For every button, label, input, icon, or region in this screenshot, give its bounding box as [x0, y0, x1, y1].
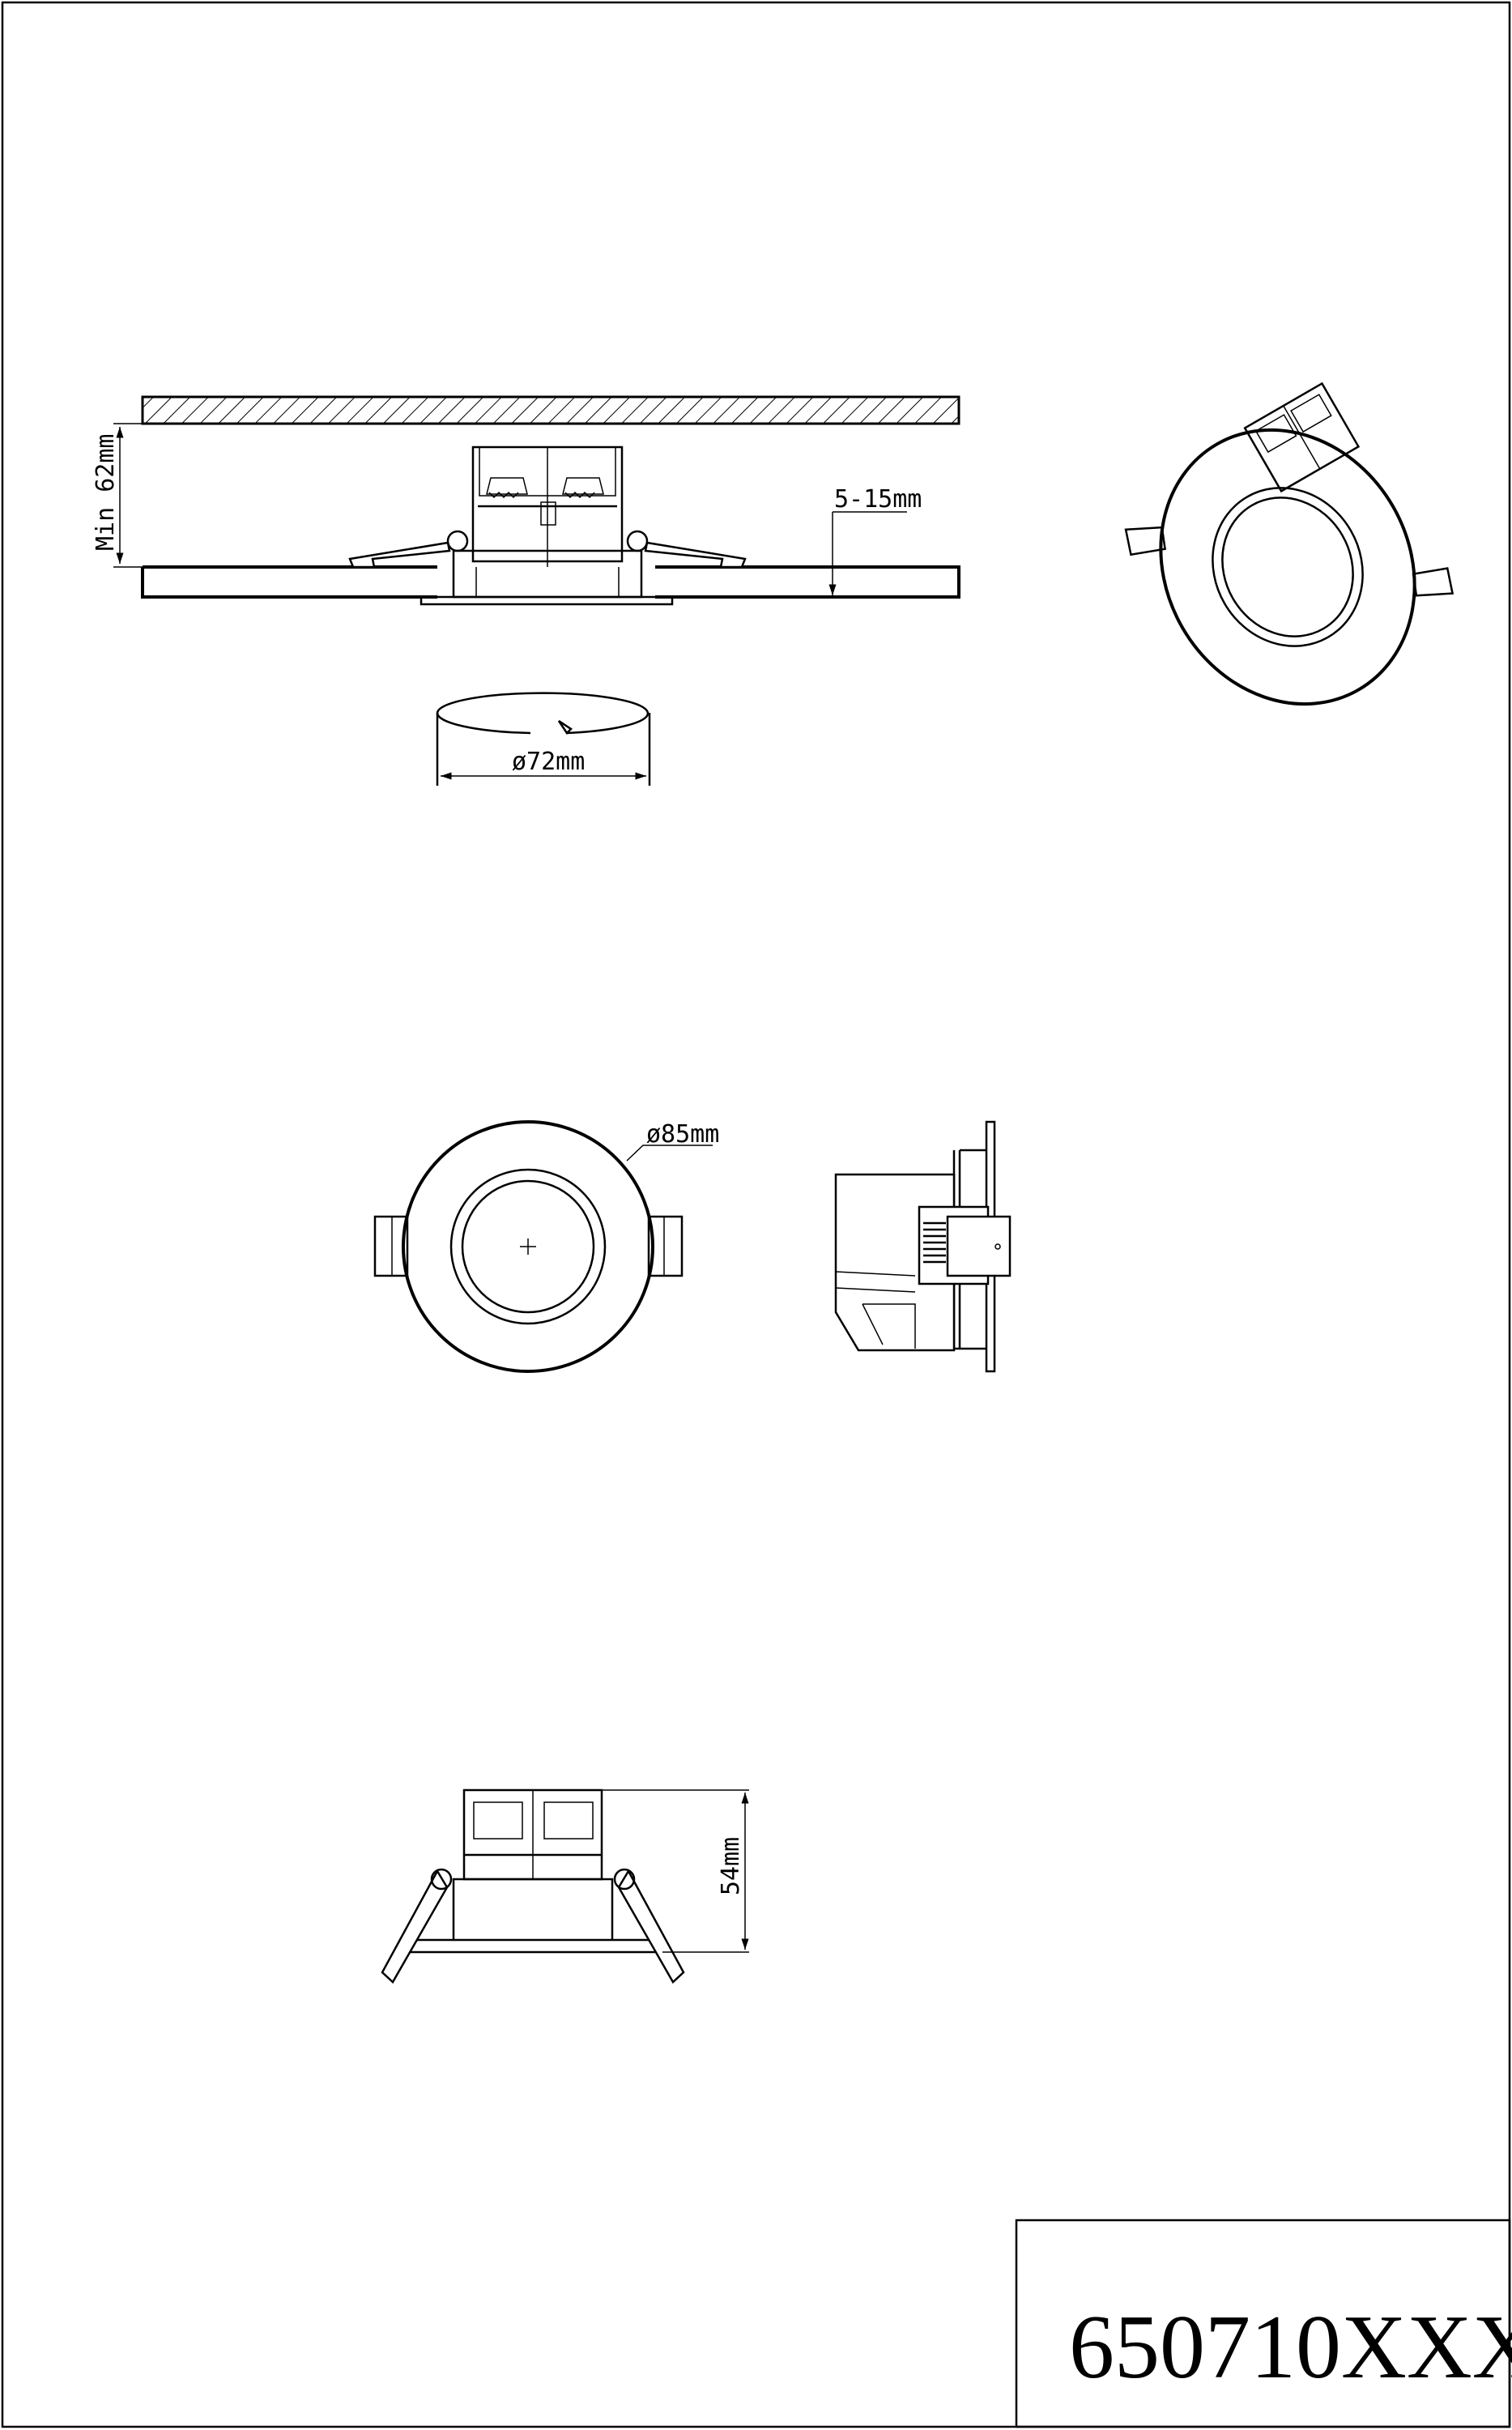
perspective-view — [1124, 382, 1455, 706]
elevation-view: 54mm — [381, 1788, 749, 1984]
spring-icon — [923, 1221, 946, 1264]
fixture-body — [446, 446, 649, 599]
ceiling-slab-hatched — [141, 395, 960, 425]
cutout-diameter-label: ø72mm — [512, 748, 585, 776]
outer-diameter-leader — [626, 1145, 713, 1162]
outer-diameter-label: ø85mm — [646, 1120, 719, 1149]
product-code: 650710XXX — [1069, 2297, 1512, 2398]
center-mark-icon — [520, 1238, 536, 1255]
cutout-diagram: ø72mm — [436, 692, 651, 786]
title-block: 650710XXX — [1015, 2219, 1512, 2428]
thickness-label: 5-15mm — [834, 485, 922, 514]
front-view: ø85mm — [373, 1120, 719, 1373]
height-label: 54mm — [717, 1837, 745, 1895]
right-spring-clip — [644, 541, 747, 569]
ceiling-board — [141, 565, 960, 599]
left-spring-clip — [348, 541, 451, 569]
side-view — [834, 1120, 1012, 1373]
installation-section-view: Min 62mm 5-15mm — [92, 395, 960, 606]
trim-ring — [420, 595, 674, 606]
min-depth-label: Min 62mm — [92, 434, 120, 552]
